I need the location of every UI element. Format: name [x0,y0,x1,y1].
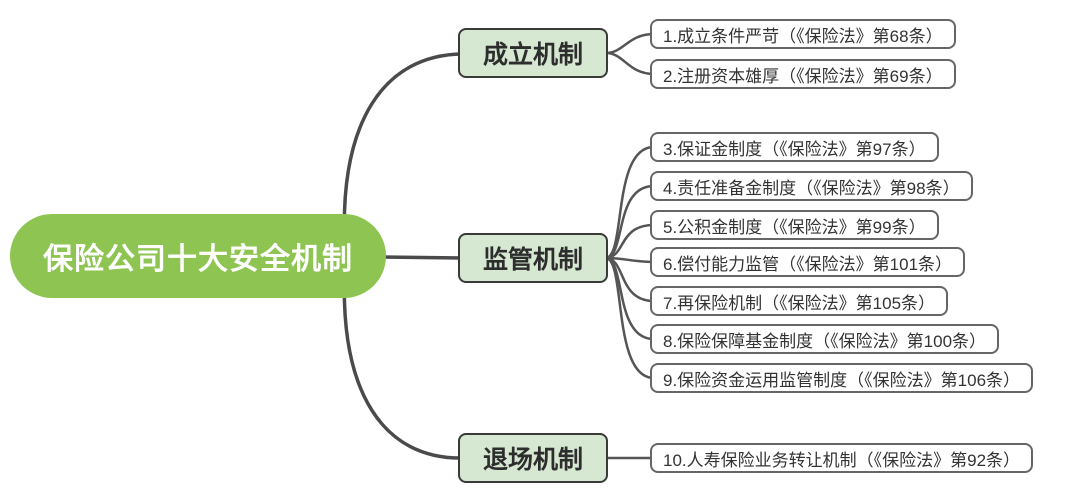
connector-branch2-leaf9 [604,256,656,380]
connector-branch1-leaf1 [604,32,656,55]
connector-root-to-regulation [376,255,464,260]
leaf-node-10: 10.人寿保险业务转让机制（《保险法》第92条） [650,443,1034,473]
branch-node-establishment: 成立机制 [458,28,608,78]
leaf-node-9: 9.保险资金运用监管制度（《保险法》第106条） [650,363,1034,393]
leaf-node-6: 6.偿付能力监管（《保险法》第101条） [650,247,966,277]
connector-root-to-establishment [342,52,464,252]
connector-branch2-leaf4 [604,184,656,260]
leaf-node-5: 5.公积金制度（《保险法》第99条） [650,210,939,240]
branch-node-exit: 退场机制 [458,433,608,483]
root-node: 保险公司十大安全机制 [10,214,386,298]
leaf-node-8: 8.保险保障基金制度（《保险法》第100条） [650,324,1000,354]
leaf-node-7: 7.再保险机制（《保险法》第105条） [650,286,949,316]
connector-branch1-leaf2 [604,51,656,76]
leaf-node-2: 2.注册资本雄厚（《保险法》第69条） [650,59,956,89]
connector-branch2-leaf5 [604,223,656,260]
branch-node-regulation: 监管机制 [458,233,608,283]
connector-root-to-exit [342,262,464,460]
leaf-node-1: 1.成立条件严苛（《保险法》第68条） [650,19,956,49]
leaf-node-3: 3.保证金制度（《保险法》第97条） [650,132,939,162]
leaf-node-4: 4.责任准备金制度（《保险法》第98条） [650,171,973,201]
